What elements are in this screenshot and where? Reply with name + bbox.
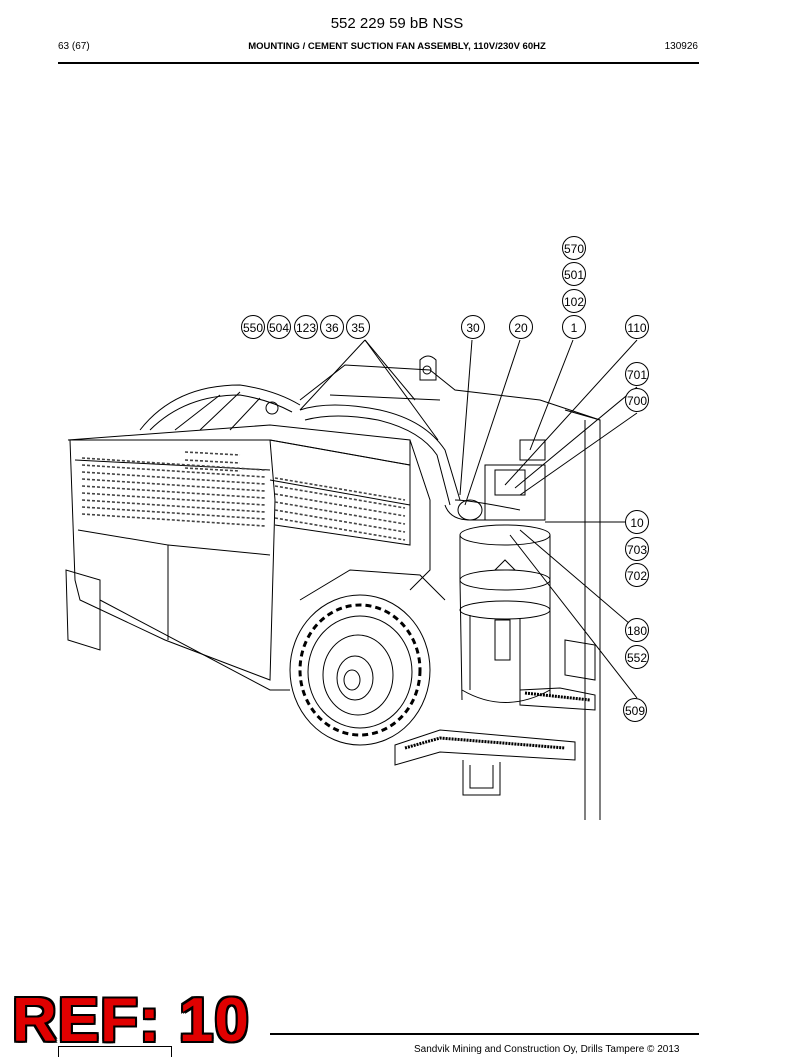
callout-102: 102: [562, 289, 586, 313]
leader-lines: [299, 339, 638, 699]
reference-stamp: REF: 10: [12, 986, 250, 1055]
callout-36: 36: [320, 315, 344, 339]
document-number: 552 229 59 bB NSS: [330, 15, 464, 32]
callout-180: 180: [625, 618, 649, 642]
callout-501: 501: [562, 262, 586, 286]
callout-1: 1: [562, 315, 586, 339]
callout-700: 700: [625, 388, 649, 412]
callout-30: 30: [461, 315, 485, 339]
callout-35: 35: [346, 315, 370, 339]
perforated-panel: [81, 451, 406, 541]
callout-702: 702: [625, 563, 649, 587]
callout-10: 10: [625, 510, 649, 534]
callout-701: 701: [625, 362, 649, 386]
callout-550: 550: [241, 315, 265, 339]
fan-assembly: [459, 439, 551, 703]
machine-body: [65, 355, 601, 820]
wheel: [289, 594, 431, 746]
copyright-notice: Sandvik Mining and Construction Oy, Dril…: [414, 1044, 680, 1055]
callout-570: 570: [562, 236, 586, 260]
header-rule: [58, 62, 699, 64]
callout-703: 703: [625, 537, 649, 561]
callout-509: 509: [623, 698, 647, 722]
page-number: 63 (67): [58, 41, 90, 52]
footer-rule: [270, 1033, 699, 1035]
callout-504: 504: [267, 315, 291, 339]
step-platform: [394, 639, 596, 796]
section-title: MOUNTING / CEMENT SUCTION FAN ASSEMBLY, …: [248, 41, 546, 52]
suction-hose: [299, 404, 521, 521]
date-code: 130926: [664, 41, 698, 52]
company-logo: [58, 1046, 172, 1057]
callout-123: 123: [294, 315, 318, 339]
callout-20: 20: [509, 315, 533, 339]
cable-reel: [139, 384, 301, 431]
callout-552: 552: [625, 645, 649, 669]
callout-110: 110: [625, 315, 649, 339]
